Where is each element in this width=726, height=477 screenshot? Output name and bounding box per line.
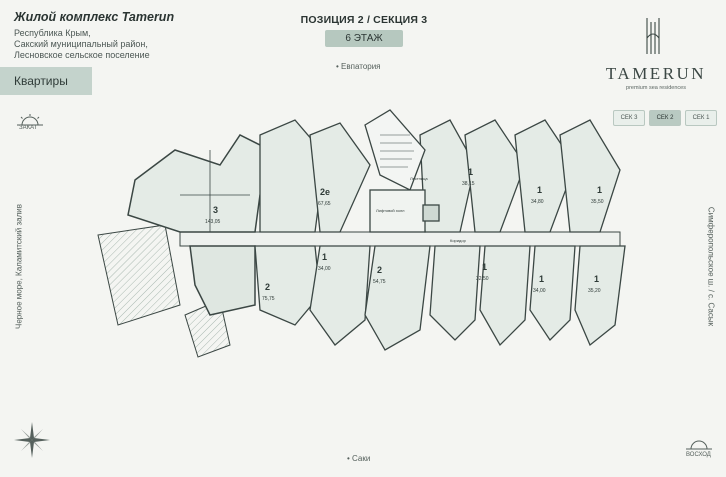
apt-area-2b: 54,75	[373, 279, 386, 285]
direction-top: • Евпатория	[336, 62, 381, 71]
direction-right: Симферопольское ш. / с. Сасык	[706, 206, 716, 327]
apt-area-3: 143,05	[205, 219, 221, 225]
floor-plan: 3 143,05 2е 67,65 1 38,15 1 34,80 1 35,5…	[97, 109, 626, 358]
logo-name: TAMERUN	[605, 64, 707, 83]
floor-badge[interactable]: 6 ЭТАЖ	[325, 30, 403, 47]
apt-rooms-2b: 2	[377, 265, 382, 275]
pin-icon: •	[347, 454, 350, 463]
tab-apartments[interactable]: Квартиры	[0, 67, 92, 95]
complex-title: Жилой комплекс Tamerun	[14, 10, 175, 24]
apartment-3-rooms[interactable]	[127, 134, 282, 316]
compass-icon	[14, 422, 50, 458]
corridor	[179, 231, 621, 247]
apt-rooms-1c: 1	[597, 185, 602, 195]
pin-icon: •	[336, 62, 339, 71]
address-line-3: Лесновское сельское поселение	[14, 50, 150, 60]
apt-rooms-1g: 1	[594, 274, 599, 284]
apt-rooms-2a: 2	[265, 282, 270, 292]
stair-label: Лестница	[410, 176, 428, 181]
sunrise-icon	[686, 440, 712, 450]
apt-area-2a: 75,75	[262, 296, 275, 302]
section-button-3[interactable]: СЕК 3	[613, 110, 645, 126]
apt-rooms-1e: 1	[482, 262, 487, 272]
section-button-1[interactable]: СЕК 1	[685, 110, 717, 126]
apt-rooms-1a: 1	[468, 167, 473, 177]
apt-area-1d: 34,00	[318, 266, 331, 272]
sunset-label: ЗАКАТ	[19, 125, 38, 131]
apt-area-1c: 35,50	[591, 199, 604, 205]
apt-rooms-3: 3	[213, 205, 218, 215]
stair-core	[364, 109, 440, 233]
apt-area-2e: 67,65	[318, 201, 331, 207]
section-button-2[interactable]: СЕК 2	[649, 110, 681, 126]
sunrise-label: ВОСХОД	[686, 452, 711, 458]
corridor-label: Коридор	[450, 238, 467, 243]
apt-rooms-2e: 2е	[320, 187, 330, 197]
apt-area-1g: 35,20	[588, 288, 601, 294]
apartment-row-lower[interactable]	[254, 245, 626, 351]
logo-tagline: premium sea residences	[626, 85, 686, 91]
address-line-2: Сакский муниципальный район,	[14, 39, 148, 49]
apt-area-1e: 32,50	[476, 276, 489, 282]
direction-bottom-label: Саки	[352, 454, 371, 463]
apartment-row-upper[interactable]	[259, 119, 621, 233]
direction-bottom: • Саки	[347, 454, 370, 463]
apt-area-1f: 34,00	[533, 288, 546, 294]
sunset-icon	[17, 114, 43, 126]
direction-top-label: Евпатория	[341, 62, 381, 71]
direction-left: Черное море, Каламитский залив	[14, 204, 24, 329]
apt-rooms-1f: 1	[539, 274, 544, 284]
apt-area-1a: 38,15	[462, 181, 475, 187]
address-line-1: Республика Крым,	[14, 28, 91, 38]
section-switcher: СЕК 3 СЕК 2 СЕК 1	[613, 110, 717, 126]
apt-rooms-1d: 1	[322, 252, 327, 262]
apt-rooms-1b: 1	[537, 185, 542, 195]
terrace-west-upper	[97, 224, 181, 326]
position-title: ПОЗИЦИЯ 2 / СЕКЦИЯ 3	[300, 14, 428, 26]
lift-hall-label: Лифтовой холл	[376, 208, 405, 213]
apt-area-1b: 34,80	[531, 199, 544, 205]
tamerun-logo-icon	[646, 18, 660, 54]
